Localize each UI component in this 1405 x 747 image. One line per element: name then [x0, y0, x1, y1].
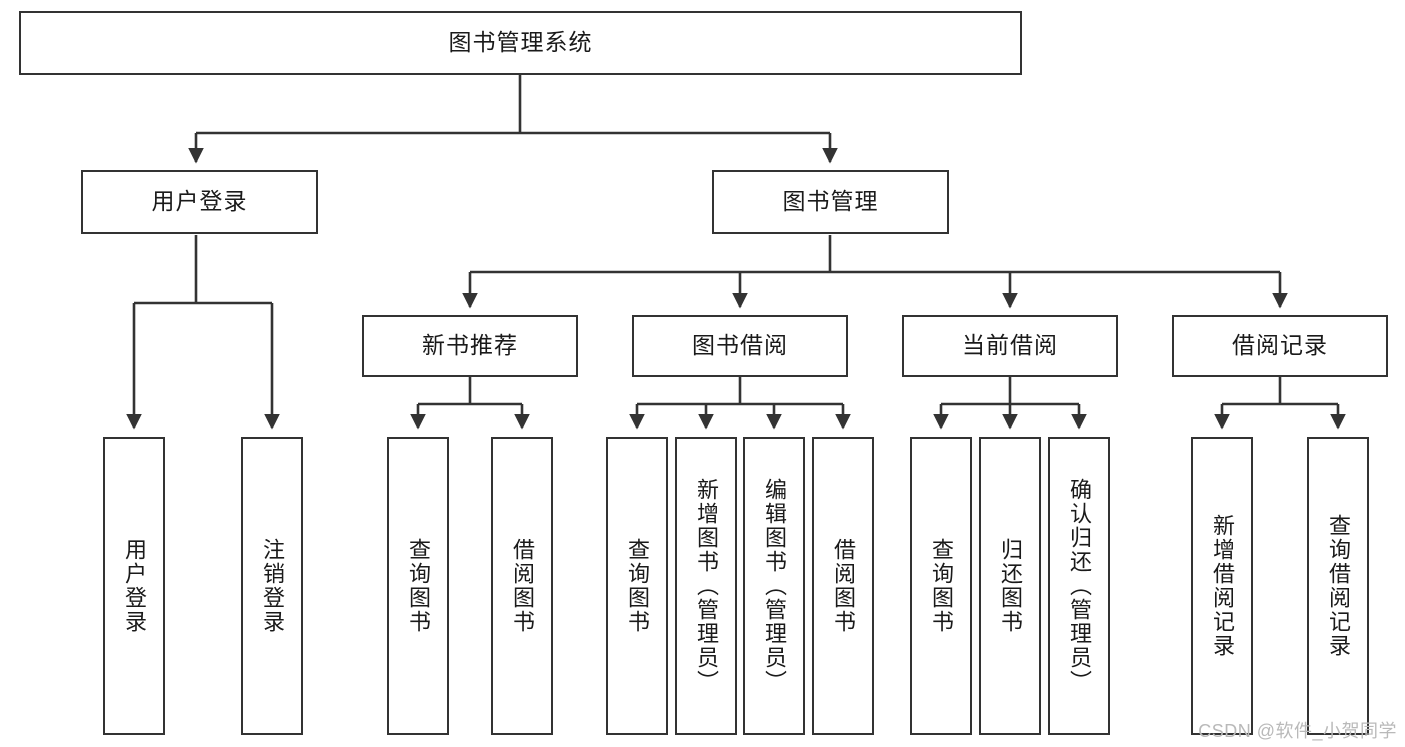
node-label: 编辑图书（管理员） — [762, 478, 787, 694]
node-label: 当前借阅 — [962, 332, 1058, 359]
node-book-management[interactable]: 图书管理 — [712, 170, 949, 234]
node-label: 图书管理系统 — [448, 29, 593, 56]
node-borrowing-records[interactable]: 借阅记录 — [1172, 315, 1388, 377]
node-label: 查询图书 — [406, 538, 431, 634]
node-root-book-management-system[interactable]: 图书管理系统 — [19, 11, 1022, 75]
node-label: 用户登录 — [122, 538, 147, 634]
node-label: 用户登录 — [151, 188, 248, 215]
node-leaf-record-add-record[interactable]: 新增借阅记录 — [1191, 437, 1253, 735]
node-book-borrowing[interactable]: 图书借阅 — [632, 315, 848, 377]
node-label: 图书借阅 — [692, 332, 788, 359]
node-leaf-recommend-borrow-book[interactable]: 借阅图书 — [491, 437, 553, 735]
node-leaf-borrow-query-book[interactable]: 查询图书 — [606, 437, 668, 735]
node-leaf-borrow-edit-book-admin[interactable]: 编辑图书（管理员） — [743, 437, 805, 735]
node-leaf-current-confirm-return-admin[interactable]: 确认归还（管理员） — [1048, 437, 1110, 735]
node-leaf-borrow-lend-book[interactable]: 借阅图书 — [812, 437, 874, 735]
node-label: 新书推荐 — [422, 332, 518, 359]
node-label: 查询图书 — [929, 538, 954, 634]
node-label: 图书管理 — [782, 188, 879, 215]
node-leaf-user-login[interactable]: 用户登录 — [103, 437, 165, 735]
node-leaf-borrow-add-book-admin[interactable]: 新增图书（管理员） — [675, 437, 737, 735]
node-label: 新增图书（管理员） — [694, 478, 719, 694]
node-label: 归还图书 — [998, 538, 1023, 634]
node-label: 借阅图书 — [831, 538, 856, 634]
node-label: 查询图书 — [625, 538, 650, 634]
node-new-book-recommendation[interactable]: 新书推荐 — [362, 315, 578, 377]
node-current-borrowing[interactable]: 当前借阅 — [902, 315, 1118, 377]
node-leaf-current-return-book[interactable]: 归还图书 — [979, 437, 1041, 735]
node-label: 确认归还（管理员） — [1067, 478, 1092, 694]
node-label: 查询借阅记录 — [1326, 514, 1351, 658]
node-leaf-recommend-query-book[interactable]: 查询图书 — [387, 437, 449, 735]
node-label: 借阅记录 — [1232, 332, 1328, 359]
node-label: 借阅图书 — [510, 538, 535, 634]
node-leaf-current-query-book[interactable]: 查询图书 — [910, 437, 972, 735]
node-leaf-record-query-record[interactable]: 查询借阅记录 — [1307, 437, 1369, 735]
node-label: 新增借阅记录 — [1210, 514, 1235, 658]
watermark-text: CSDN @软件_小贺同学 — [1198, 721, 1397, 741]
node-leaf-logout[interactable]: 注销登录 — [241, 437, 303, 735]
node-user-login[interactable]: 用户登录 — [81, 170, 318, 234]
node-label: 注销登录 — [260, 538, 285, 634]
